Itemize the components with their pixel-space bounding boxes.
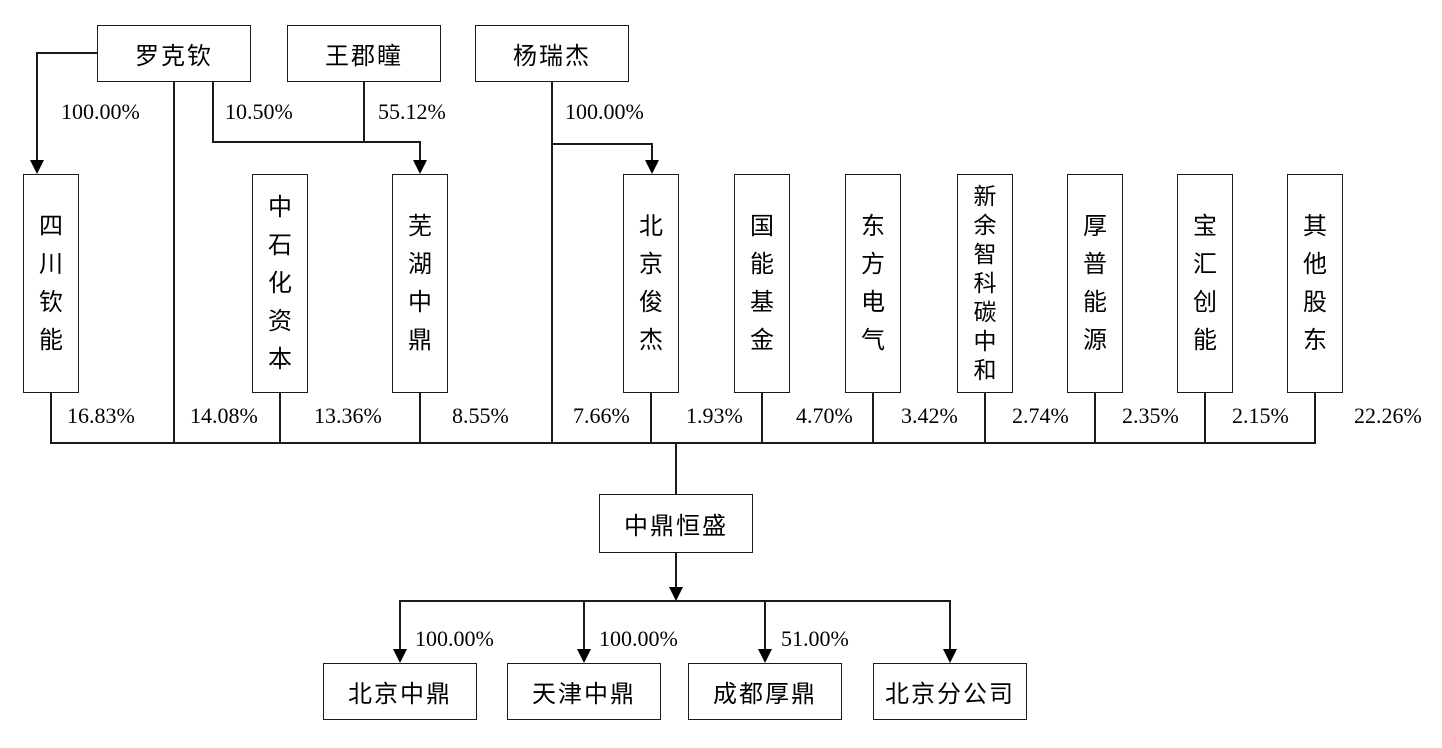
edge-label: 100.00%	[61, 99, 140, 124]
subsidiary-box-beijingfengongsi: 北京分公司	[873, 663, 1027, 720]
connector-line-v	[583, 600, 585, 650]
stake-label: 2.15%	[1232, 403, 1289, 428]
arrow-down-icon	[943, 649, 957, 663]
stake-label: 4.70%	[796, 403, 853, 428]
edge-label: 100.00%	[565, 99, 644, 124]
person-box-yangruijie: 杨瑞杰	[475, 25, 629, 82]
connector-line-v	[36, 52, 38, 160]
stake-label: 1.93%	[686, 403, 743, 428]
connector-line-v	[1204, 393, 1206, 443]
connector-line-v	[399, 600, 401, 650]
entity-name: 厚普能源	[1083, 213, 1107, 354]
connector-line-v	[363, 82, 365, 142]
connector-line-v	[984, 393, 986, 443]
subsidiary-name: 北京中鼎	[348, 682, 452, 708]
arrow-down-icon	[758, 649, 772, 663]
entity-name: 芜湖中鼎	[408, 213, 432, 354]
entity-name: 国能基金	[750, 213, 774, 354]
entity-name: 其他股东	[1303, 213, 1327, 354]
connector-line-v	[761, 393, 763, 443]
connector-line-v	[551, 82, 553, 443]
edge-label: 10.50%	[225, 99, 293, 124]
subsidiary-box-tianjinzhongding: 天津中鼎	[507, 663, 661, 720]
stake-label: 8.55%	[452, 403, 509, 428]
stake-label: 13.36%	[314, 403, 382, 428]
person-box-wangjuntong: 王郡瞳	[287, 25, 441, 82]
connector-line-v	[1094, 393, 1096, 443]
entity-box-sichuanqinneng: 四川钦能	[23, 174, 79, 393]
entity-box-zhongshihuaziben: 中石化资本	[252, 174, 308, 393]
subsidiary-name: 成都厚鼎	[713, 682, 817, 708]
subsidiary-stake-label: 51.00%	[781, 626, 849, 651]
person-box-luokeqin: 罗克钦	[97, 25, 251, 82]
edge-label: 55.12%	[378, 99, 446, 124]
stake-label: 2.74%	[1012, 403, 1069, 428]
connector-line-v	[764, 600, 766, 650]
stake-label: 7.66%	[573, 403, 630, 428]
entity-name: 四川钦能	[39, 213, 63, 354]
connector-line-h	[551, 143, 653, 145]
connector-line-v	[650, 393, 652, 443]
entity-box-qitagudong: 其他股东	[1287, 174, 1343, 393]
subsidiary-rail-line	[400, 600, 951, 602]
person-name: 杨瑞杰	[513, 44, 591, 70]
subsidiary-stake-label: 100.00%	[415, 626, 494, 651]
subsidiary-box-beijingzhongding: 北京中鼎	[323, 663, 477, 720]
connector-line-v	[949, 600, 951, 650]
arrow-down-icon	[413, 160, 427, 174]
stake-label: 14.08%	[190, 403, 258, 428]
subsidiary-name: 天津中鼎	[532, 682, 636, 708]
entity-box-guonengjijin: 国能基金	[734, 174, 790, 393]
arrow-down-icon	[393, 649, 407, 663]
entity-box-dongfangdianqi: 东方电气	[845, 174, 901, 393]
stake-label: 3.42%	[901, 403, 958, 428]
stake-label: 2.35%	[1122, 403, 1179, 428]
connector-line-v	[675, 442, 677, 494]
entity-box-houpunengyuan: 厚普能源	[1067, 174, 1123, 393]
connector-line-v	[675, 553, 677, 587]
entity-box-wuhuzhongding: 芜湖中鼎	[392, 174, 448, 393]
entity-name: 新余智科碳中和	[973, 184, 997, 383]
connector-line-v	[279, 393, 281, 443]
person-name: 王郡瞳	[325, 44, 403, 70]
subsidiary-name: 北京分公司	[885, 682, 1015, 708]
stake-label: 22.26%	[1354, 403, 1422, 428]
connector-line-h	[212, 141, 421, 143]
entity-name: 宝汇创能	[1193, 213, 1217, 354]
arrow-down-icon	[645, 160, 659, 174]
subsidiary-stake-label: 100.00%	[599, 626, 678, 651]
arrow-down-icon	[577, 649, 591, 663]
stake-label: 16.83%	[67, 403, 135, 428]
connector-line-v	[419, 393, 421, 443]
entity-box-beijingjunjie: 北京俊杰	[623, 174, 679, 393]
connector-line-v	[212, 82, 214, 142]
connector-line-v	[419, 141, 421, 161]
entity-name: 中石化资本	[268, 194, 292, 373]
person-name: 罗克钦	[135, 44, 213, 70]
connector-line-v	[173, 82, 175, 443]
company-name: 中鼎恒盛	[624, 514, 728, 540]
company-box-zhongdinghengsheng: 中鼎恒盛	[599, 494, 753, 553]
arrow-down-icon	[30, 160, 44, 174]
arrow-down-icon	[669, 587, 683, 601]
entity-box-xinyuzhiketanzhonghe: 新余智科碳中和	[957, 174, 1013, 393]
ownership-rail-line	[50, 442, 1316, 444]
subsidiary-box-chengduhouding: 成都厚鼎	[688, 663, 842, 720]
entity-name: 北京俊杰	[639, 213, 663, 354]
connector-line-v	[1314, 393, 1316, 443]
connector-line-h	[36, 52, 97, 54]
connector-line-v	[872, 393, 874, 443]
connector-line-v	[651, 143, 653, 161]
connector-line-v	[50, 393, 52, 443]
entity-name: 东方电气	[861, 213, 885, 354]
entity-box-baohuichuangneng: 宝汇创能	[1177, 174, 1233, 393]
